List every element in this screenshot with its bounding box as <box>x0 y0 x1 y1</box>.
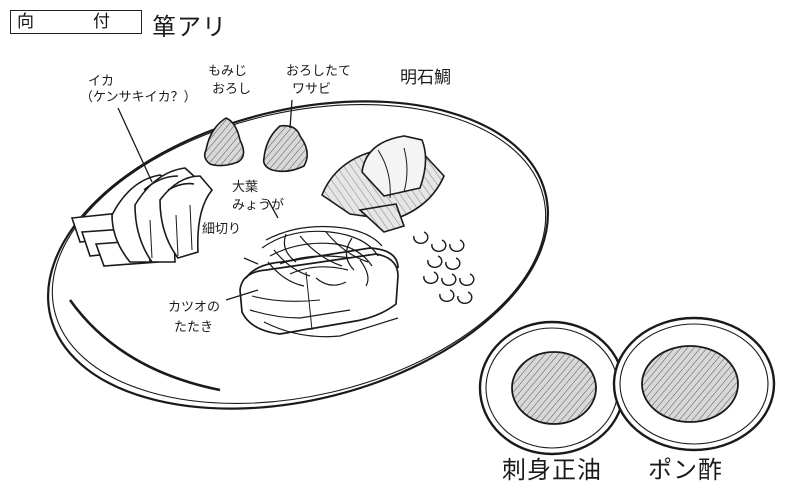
label-wasabi-2: ワサビ <box>292 82 332 97</box>
leader-lines <box>117 99 293 301</box>
sauce-dish-right <box>612 316 776 452</box>
label-katsuo-1: カツオの <box>168 300 221 315</box>
label-ooba-3: 細切り <box>202 222 242 237</box>
akashi-tai <box>321 135 445 233</box>
label-dish-left: 刺身正油 <box>502 456 602 484</box>
momiji-oroshi <box>203 117 245 167</box>
katsuo-tataki <box>239 247 399 338</box>
label-momiji-1: もみじ <box>208 64 248 79</box>
label-ika-detail: （ケンサキイカ？） <box>80 90 197 105</box>
ooba-myoga-garnish <box>261 225 383 287</box>
label-katsuo-2: たたき <box>174 320 214 335</box>
title-left: 向 <box>17 12 34 32</box>
label-ooba-2: みょうが <box>232 198 285 213</box>
sauce-dish-left <box>478 320 626 456</box>
oval-plate <box>47 100 549 410</box>
ika-squid <box>70 167 214 267</box>
title-box: 向 付 <box>10 10 142 34</box>
label-ooba-1: 大葉 <box>232 180 259 195</box>
label-dish-right: ポン酢 <box>648 456 723 484</box>
label-momiji-2: おろし <box>212 82 252 97</box>
wasabi <box>262 124 308 173</box>
crescent-garnish <box>413 231 475 305</box>
title-right: 付 <box>93 12 110 32</box>
label-wasabi-1: おろしたて <box>286 64 352 79</box>
title-subtitle: 箪アリ <box>152 13 227 41</box>
label-tai: 明石鯛 <box>400 68 451 88</box>
label-ika: イカ <box>88 74 115 89</box>
